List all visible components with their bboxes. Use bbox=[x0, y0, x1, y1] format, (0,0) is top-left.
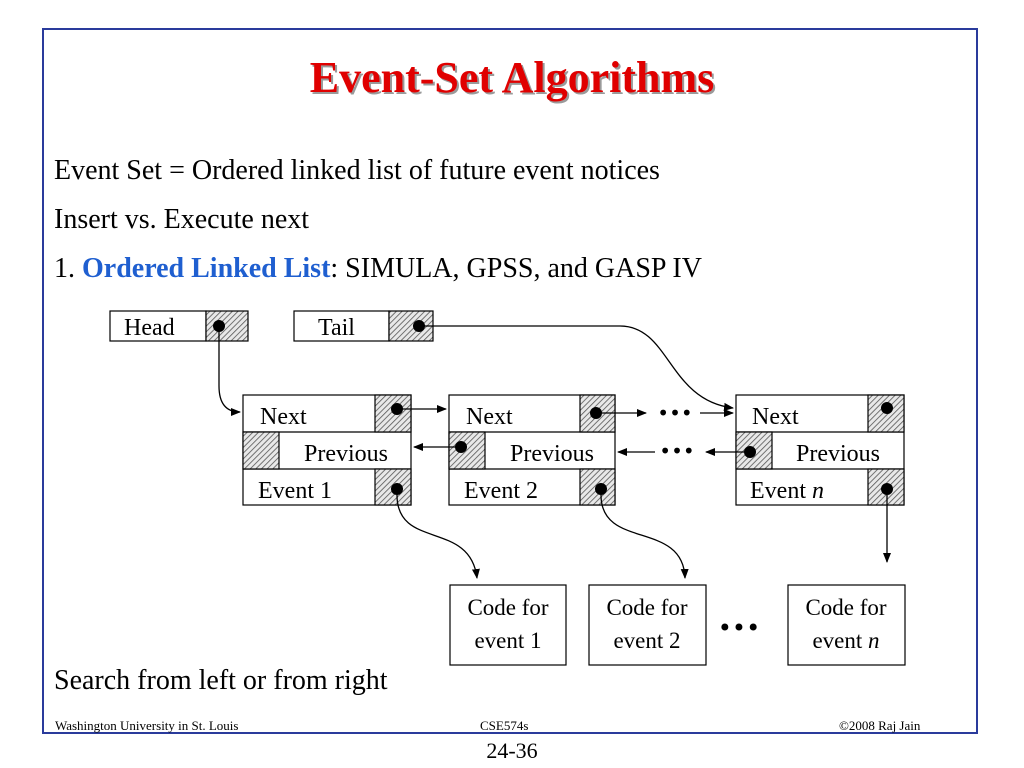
head-pointer: Head bbox=[109, 310, 249, 342]
tail-to-noden-arrow bbox=[419, 325, 734, 411]
event-node-n: Next Previous Event n bbox=[735, 394, 905, 506]
tail-label: Tail bbox=[318, 315, 355, 341]
node1-next-label: Next bbox=[260, 404, 307, 430]
bullet-search: Search from left or from right bbox=[54, 665, 388, 696]
node2-event-arrow bbox=[600, 494, 689, 579]
head-to-node1-arrow bbox=[218, 326, 241, 416]
head-label: Head bbox=[124, 315, 175, 341]
bullet-event-set: Event Set = Ordered linked list of futur… bbox=[54, 155, 660, 186]
bullet-ordered-linked-list: 1. Ordered Linked List: SIMULA, GPSS, an… bbox=[54, 253, 702, 285]
ordered-linked-list-term: Ordered Linked List bbox=[82, 253, 331, 284]
node1-event-arrow bbox=[396, 494, 480, 579]
node1-next-dot bbox=[391, 403, 403, 415]
bullet-languages: : SIMULA, GPSS, and GASP IV bbox=[330, 253, 702, 284]
slide-frame bbox=[42, 28, 978, 734]
node2-previous-cell bbox=[448, 431, 486, 470]
ellipsis-previous: ••• bbox=[659, 439, 694, 463]
node2-event-dot bbox=[595, 483, 607, 495]
node1-next-cell bbox=[374, 394, 412, 433]
node1-event-label: Event 1 bbox=[258, 478, 332, 504]
node2-next-dot bbox=[590, 407, 602, 419]
coden-line2: event n bbox=[812, 628, 879, 653]
node2-event-label: Event 2 bbox=[464, 478, 538, 504]
footer-copyright: ©2008 Raj Jain bbox=[839, 718, 921, 733]
noden-next-label: Next bbox=[752, 404, 799, 430]
coden-line1: Code for bbox=[805, 595, 886, 620]
code2-line1: Code for bbox=[606, 595, 687, 620]
code1-line1: Code for bbox=[467, 595, 548, 620]
node2-previous-dot bbox=[455, 441, 467, 453]
noden-event-dot bbox=[881, 483, 893, 495]
slide-title: Event-Set Algorithms bbox=[309, 53, 715, 102]
bullet-number: 1. bbox=[54, 253, 82, 284]
code-box-2: Code for event 2 bbox=[588, 584, 707, 666]
event-node-1: Next Previous Event 1 bbox=[242, 394, 412, 506]
tail-pointer: Tail bbox=[293, 310, 434, 342]
page-number: 24-36 bbox=[486, 738, 538, 763]
code-box-1: Code for event 1 bbox=[449, 584, 567, 666]
head-pointer-cell bbox=[205, 310, 249, 342]
node1-previous-cell bbox=[242, 431, 280, 470]
noden-previous-label: Previous bbox=[796, 441, 880, 467]
node1-previous-label: Previous bbox=[304, 441, 388, 467]
code1-line2: event 1 bbox=[474, 628, 541, 653]
node2-previous-label: Previous bbox=[510, 441, 594, 467]
bullet-insert-execute: Insert vs. Execute next bbox=[54, 204, 310, 235]
footer-course: CSE574s bbox=[480, 718, 529, 733]
noden-next-dot bbox=[881, 402, 893, 414]
node1-event-dot bbox=[391, 483, 403, 495]
code2-line2: event 2 bbox=[613, 628, 680, 653]
ellipsis-next: ••• bbox=[657, 401, 692, 425]
tail-box bbox=[293, 310, 390, 342]
node2-next-label: Next bbox=[466, 404, 513, 430]
code-box-n: Code for event n bbox=[787, 584, 906, 666]
footer-institution: Washington University in St. Louis bbox=[55, 718, 239, 733]
ellipsis-code: ••• bbox=[718, 614, 760, 642]
noden-previous-dot bbox=[744, 446, 756, 458]
event-node-2: Next Previous Event 2 bbox=[448, 394, 616, 506]
noden-event-label: Event n bbox=[750, 478, 824, 504]
